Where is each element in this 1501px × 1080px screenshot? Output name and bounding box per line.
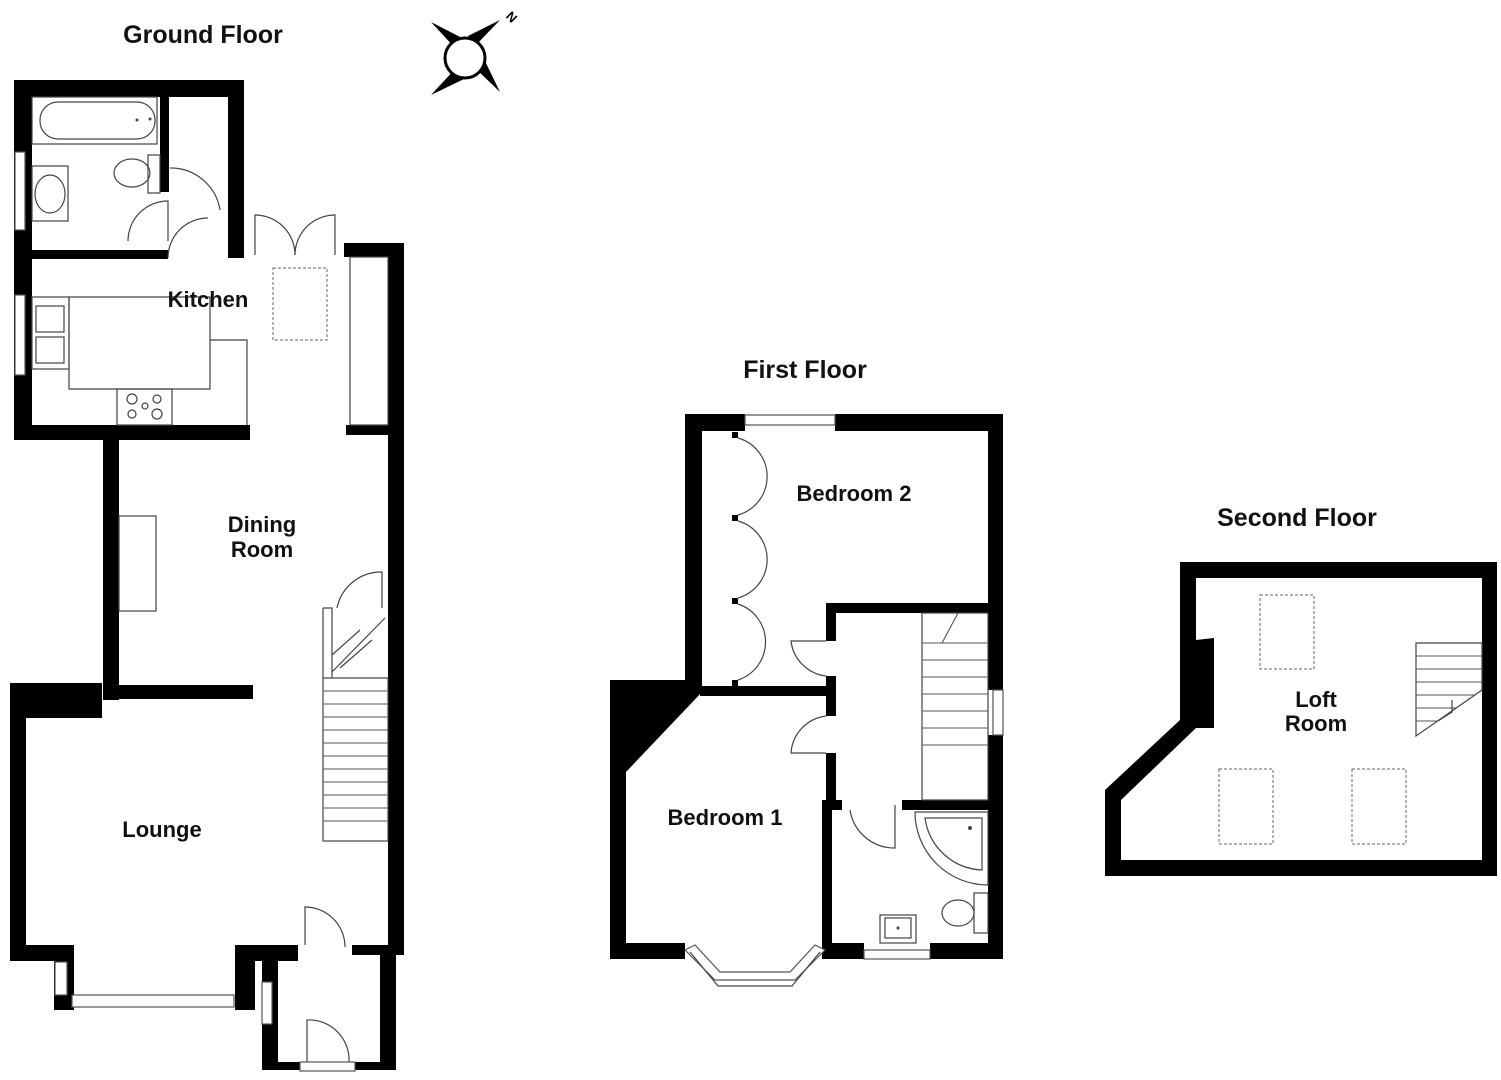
ground-floor-plan: [10, 80, 404, 1072]
ground-floor-title: Ground Floor: [123, 21, 283, 49]
room-label-bedroom-1: Bedroom 1: [668, 805, 783, 830]
room-label-kitchen: Kitchen: [168, 287, 249, 312]
first-floor-plan: [610, 414, 1004, 987]
room-label-loft-1: Loft: [1295, 687, 1337, 712]
first-floor-title: First Floor: [743, 356, 867, 384]
room-label-loft-2: Room: [1285, 711, 1347, 736]
room-label-lounge: Lounge: [122, 817, 201, 842]
room-label-dining-2: Room: [231, 537, 293, 562]
second-floor-title: Second Floor: [1217, 504, 1377, 532]
compass-icon: N: [431, 8, 520, 95]
compass-north-label: N: [503, 8, 520, 25]
room-label-dining-1: Dining: [228, 512, 296, 537]
second-floor-plan: [1105, 562, 1497, 876]
room-label-bedroom-2: Bedroom 2: [797, 481, 912, 506]
